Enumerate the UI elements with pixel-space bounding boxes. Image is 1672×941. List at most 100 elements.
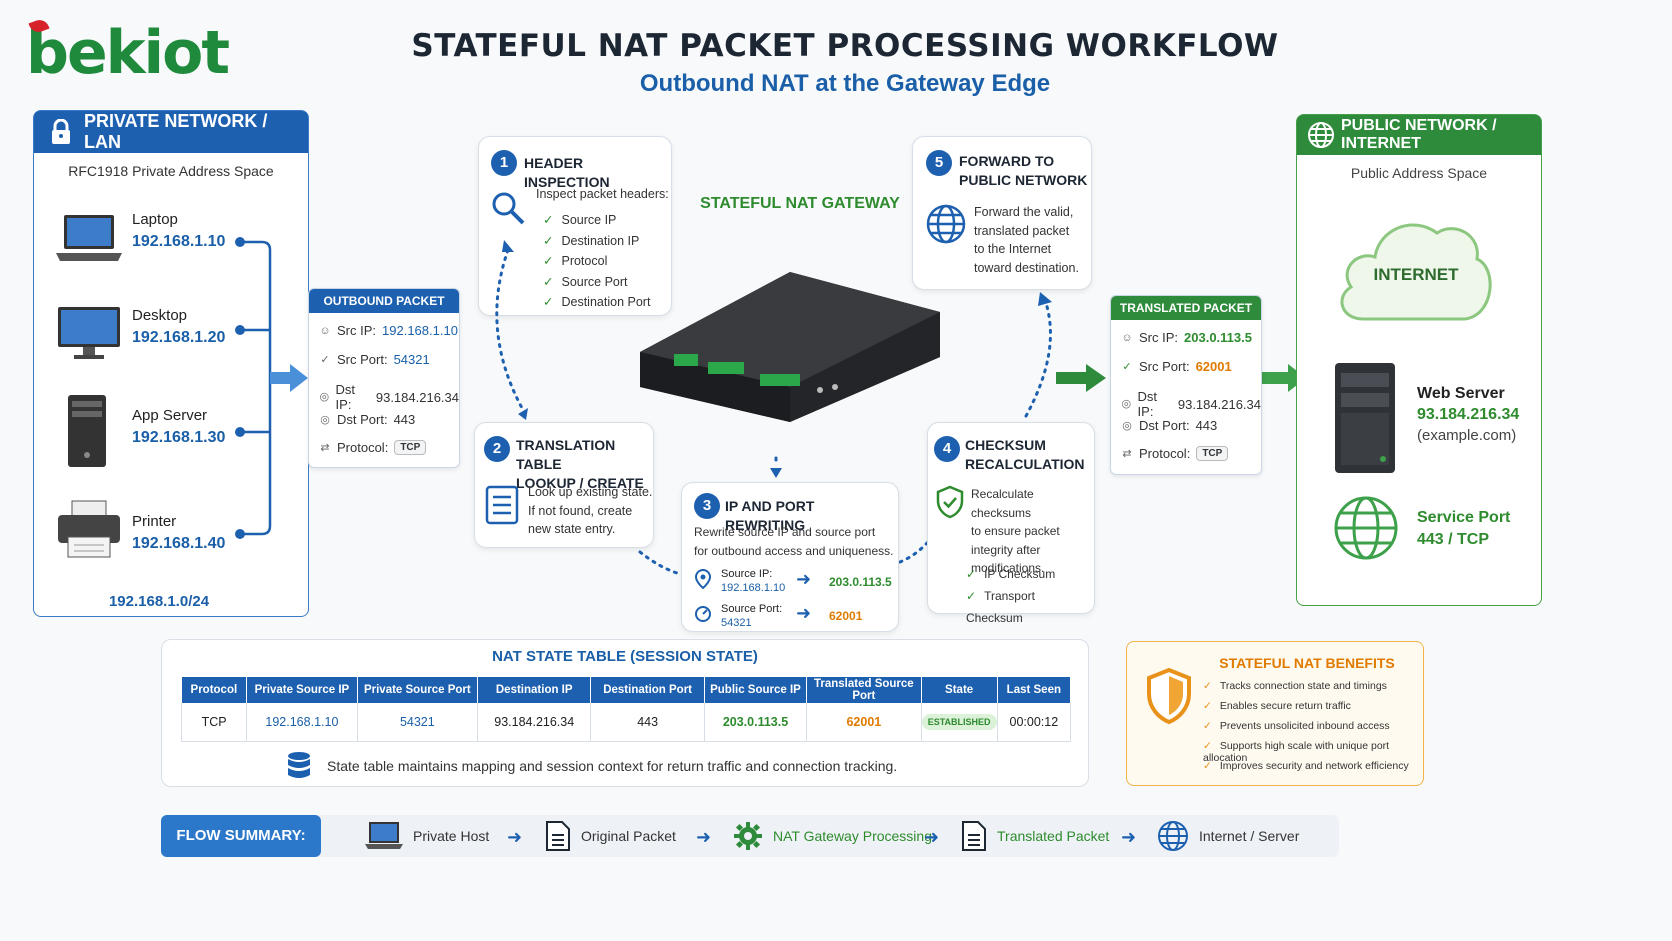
table-header-row: Protocol Private Source IP Private Sourc… (181, 677, 1072, 703)
benefit-item: ✓Prevents unsolicited inbound access (1203, 720, 1390, 732)
flow-summary-bar: FLOW SUMMARY: Private Host ➜ Original Pa… (161, 815, 1339, 857)
page-subtitle: Outbound NAT at the Gateway Edge (639, 70, 1051, 97)
globe-icon: ◎ (1121, 398, 1132, 410)
laptop-icon (365, 822, 403, 849)
private-network-title: PRIVATE NETWORK / LAN (84, 111, 268, 152)
packet-src-ip: ☺ Src IP: 192.168.1.10 (319, 323, 458, 338)
document-icon (962, 821, 986, 851)
rewrite-new-port: 62001 (829, 609, 863, 623)
device-ip: 192.168.1.20 (132, 329, 226, 346)
logo-text: bekiot (26, 18, 230, 88)
printer-icon (58, 500, 120, 558)
cell-protocol: TCP (180, 703, 248, 742)
protocol-icon: ⇄ (1122, 447, 1132, 460)
column-header: State (921, 677, 998, 703)
device-ip: 192.168.1.10 (132, 233, 226, 250)
rewrite-new-ip: 203.0.113.5 (829, 575, 892, 589)
private-network-header: PRIVATE NETWORK / LAN (34, 111, 308, 153)
arrow-right-icon: ➜ (796, 569, 812, 589)
port-gauge-icon (695, 606, 711, 622)
device-laptop[interactable]: Laptop 192.168.1.10 (54, 209, 294, 269)
step-number: 4 (934, 436, 960, 462)
nat-state-table-title: NAT STATE TABLE (SESSION STATE) (492, 648, 758, 665)
flow-step-translated-packet: Translated Packet (961, 815, 1109, 857)
table-row: TCP 192.168.1.10 54321 93.184.216.34 443… (180, 703, 1072, 742)
public-network-header: PUBLIC NETWORK / INTERNET (1297, 115, 1541, 155)
column-header: Protocol (181, 677, 248, 703)
outbound-packet-header: OUTBOUND PACKET (309, 289, 459, 313)
protocol-icon: ⇄ (320, 441, 330, 454)
globe-icon: ◎ (319, 391, 330, 403)
lock-icon (52, 119, 70, 144)
arrow-right-icon: ➜ (1121, 827, 1137, 847)
device-name: App Server (132, 407, 208, 424)
arrow-right-icon: ➜ (924, 827, 940, 847)
step-4-checklist: ✓IP Checksum ✓Transport Checksum (966, 567, 1056, 625)
cell-last-seen: 00:00:12 (997, 703, 1072, 742)
rewrite-source-port: Source Port: 54321 (721, 603, 783, 629)
globe-icon (1308, 122, 1334, 148)
cell-destination-ip: 93.184.216.34 (477, 703, 592, 742)
packet-dst-port: ◎ Dst Port: 443 (320, 412, 416, 427)
service-port-value: 443 / TCP (1417, 531, 1490, 548)
step-title: IP AND PORT REWRITING (725, 498, 815, 533)
target-icon: ◎ (1122, 419, 1132, 432)
cell-private-source-port: 54321 (357, 703, 479, 742)
benefits-title: STATEFUL NAT BENEFITS (1219, 655, 1395, 671)
cell-public-source-ip: 203.0.113.5 (704, 703, 808, 742)
device-app-server[interactable]: App Server 192.168.1.30 (54, 393, 294, 473)
shield-icon (1147, 668, 1191, 724)
column-header: Private Source Port (357, 677, 479, 703)
user-icon: ☺ (1121, 331, 1133, 344)
bekiot-logo: bekiot (26, 17, 236, 88)
web-server-icon (1335, 363, 1395, 473)
benefit-item: ✓Improves security and network efficienc… (1203, 760, 1409, 772)
globe-icon (1334, 496, 1398, 560)
column-header: Destination IP (477, 677, 592, 703)
cell-translated-source-port: 62001 (806, 703, 922, 742)
packet-protocol: ⇄ Protocol: TCP (1121, 446, 1229, 461)
globe-icon (1158, 821, 1188, 851)
tag-icon: ✓ (320, 353, 330, 366)
packet-protocol: ⇄ Protocol: TCP (319, 440, 427, 455)
stateful-nat-benefits-panel: STATEFUL NAT BENEFITS ✓Tracks connection… (1126, 641, 1424, 786)
server-tower-icon (68, 395, 106, 467)
flow-summary-label: FLOW SUMMARY: (161, 815, 321, 857)
document-icon (546, 821, 570, 851)
page-title: STATEFUL NAT PACKET PROCESSING WORKFLOW (411, 28, 1279, 64)
packet-src-port: ✓ Src Port: 54321 (320, 352, 430, 367)
nat-gateway-device-icon (640, 272, 940, 422)
user-icon: ☺ (319, 324, 331, 337)
column-header: Public Source IP (704, 677, 808, 703)
gear-icon (734, 822, 762, 850)
public-network-title: PUBLIC NETWORK / INTERNET (1341, 117, 1497, 152)
protocol-badge: TCP (1196, 446, 1229, 461)
benefit-item: ✓Supports high scale with unique port al… (1203, 740, 1390, 764)
benefit-item: ✓Enables secure return traffic (1203, 700, 1351, 712)
packet-src-port: ✓ Src Port: 62001 (1122, 359, 1232, 374)
nat-state-table: Protocol Private Source IP Private Sourc… (180, 677, 1072, 742)
protocol-badge: TCP (394, 440, 427, 455)
cell-destination-port: 443 (590, 703, 705, 742)
step-1-checklist: ✓Source IP ✓Destination IP ✓Protocol ✓So… (543, 213, 651, 309)
state-badge: ESTABLISHED (921, 713, 997, 730)
processing-cycle-arrows (495, 240, 1052, 576)
packet-dst-port: ◎ Dst Port: 443 (1122, 418, 1218, 433)
step-2-text: Look up existing state.If not found, cre… (528, 485, 653, 536)
device-ip: 192.168.1.30 (132, 429, 226, 446)
public-network-panel: PUBLIC NETWORK / INTERNET Public Address… (1296, 114, 1542, 606)
internet-cloud-label: INTERNET (1373, 265, 1459, 284)
nat-state-table-note: State table maintains mapping and sessio… (327, 758, 898, 774)
public-network-subtitle: Public Address Space (1350, 165, 1488, 181)
arrow-right-green-icon (1262, 364, 1306, 392)
step-1-header-inspection: 1 HEADER INSPECTION Inspect packet heade… (478, 136, 672, 316)
service-port-label: Service Port (1417, 509, 1511, 526)
device-desktop[interactable]: Desktop 192.168.1.20 (54, 305, 294, 365)
database-icon (288, 752, 310, 778)
device-printer[interactable]: Printer 192.168.1.40 (54, 499, 294, 565)
